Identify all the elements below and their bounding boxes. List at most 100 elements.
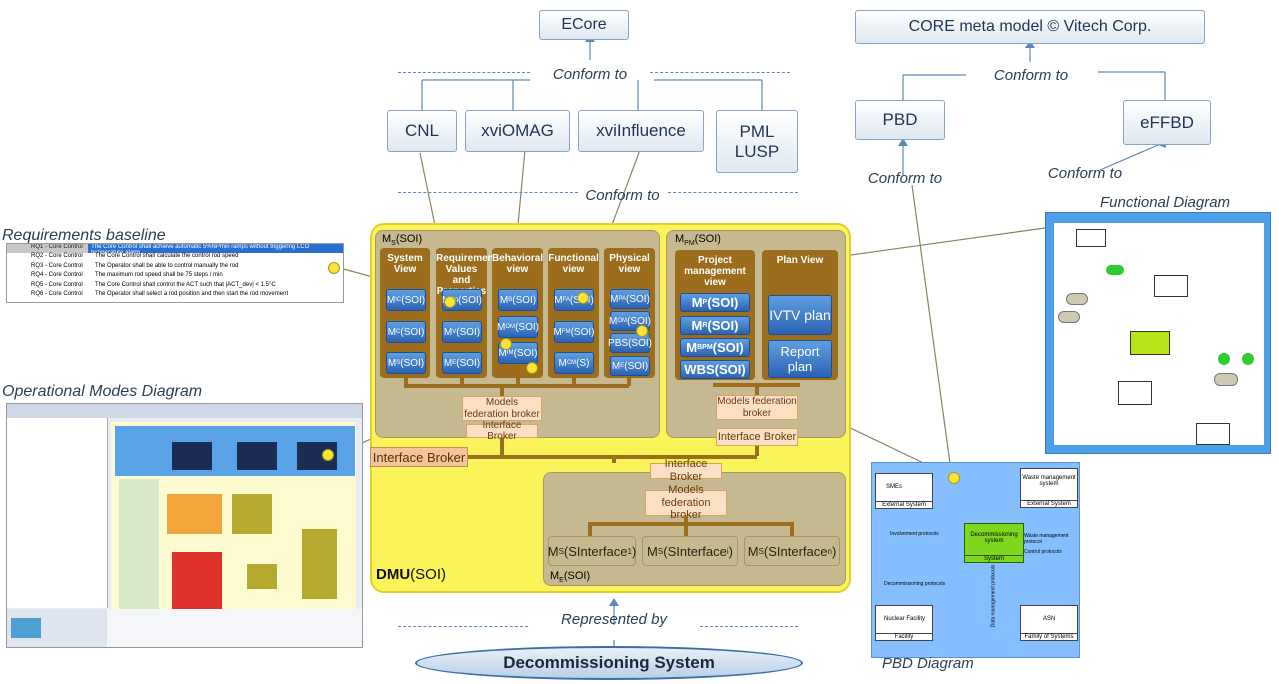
conform-to-label: Conform to [1047,165,1123,182]
project-management-column: Project management view [675,250,755,380]
table-row[interactable]: RQ6 - Core Control The Operator shall se… [31,291,289,297]
pbd-caption: PBD Diagram [882,655,974,672]
link-dot [526,362,538,374]
conform-to-label: Conform to [585,187,660,204]
dmu-title: DMU(SOI) [376,566,447,583]
link-dot [444,296,456,308]
link-dot [948,472,960,484]
bus-drop [500,438,504,458]
dash-line [650,72,790,73]
bus-drop [790,522,794,536]
requirements-caption: Requirements baseline [2,227,166,244]
decommissioning-system-ellipse: Decommissioning System [415,646,803,680]
link-dot [636,325,648,337]
ivtv-plan-box: IVTV plan [768,295,832,335]
models-federation-broker: Models federation broker [645,484,727,521]
pml-label: PML [739,121,775,141]
interface-broker: Interface Broker [466,420,538,442]
ecore-box: ECore [539,10,629,40]
conform-to-label: Conform to [552,66,628,83]
interface-broker-main: Interface Broker [370,447,468,467]
bus-drop [627,378,631,386]
conform-to-label: Conform to [993,67,1069,84]
functional-caption: Functional Diagram [1100,194,1231,211]
smes-block: SMEs External System [875,473,933,509]
data-protocol-label: Data management protocols [990,564,997,628]
report-plan-box: Report plan [768,340,832,378]
dash-line [668,192,798,193]
table-row[interactable]: RQ2 - Core Control The Core Control shal… [31,253,239,259]
bus-drop [404,378,408,386]
link-dot [322,449,334,461]
mf-panel-title: ME(SOI) [550,570,591,585]
link-dot [500,338,512,350]
bus-drop [500,387,504,397]
interface-broker: Interface Broker [716,428,798,446]
model-box: WBS(SOI) [680,360,750,379]
bus-drop [755,446,759,456]
table-row[interactable]: RQ5 - Core Control The Core Control shal… [31,281,276,288]
lusp-label: LUSP [734,141,780,161]
operational-caption: Operational Modes Diagram [2,383,203,400]
xviomag-box: xviOMAG [465,110,570,152]
ms-panel-title: MS(SOI) [382,233,423,248]
pbd-box: PBD [855,100,945,140]
conform-to-label: Conform to [867,170,943,187]
decommissioning-block: Decommissioning system System [964,523,1024,563]
link-dot [577,292,589,304]
table-row[interactable]: RQ4 - Core Control The maximum rod speed… [31,272,223,278]
bus-drop [572,378,576,386]
functional-diagram [1045,212,1271,454]
nuclear-block: Nuclear Facility Facility [875,605,933,641]
bus-drop [684,522,688,536]
bus-drop [612,455,616,463]
dash-line [398,626,528,627]
dash-line [398,72,530,73]
interface-broker: Interface Broker [650,458,722,483]
involvement-label: Involvement protocols [890,531,939,537]
dash-line [398,192,578,193]
operational-modes-screenshot [6,403,363,648]
waste-protocol-label: Waste management protocol [1024,533,1069,545]
model-box: PBS(SOI) [608,333,652,353]
bus-line [404,384,629,388]
models-federation-broker: Models federation broker [462,396,542,421]
bus-line [588,522,793,526]
pbd-diagram: SMEs External System Waste management sy… [871,462,1080,658]
table-row[interactable]: RQ1 - Core Control The Core Control shal… [7,244,343,256]
cnl-box: CNL [387,110,457,152]
bus-drop [516,378,520,386]
core-metamodel-box: CORE meta model © Vitech Corp. [855,10,1205,44]
control-label: Control protocols [1024,549,1062,555]
pml-lusp-box: PML LUSP [716,110,798,173]
bus-drop [460,378,464,386]
table-row[interactable]: RQ3 - Core Control The Operator shall be… [31,262,239,269]
dash-line [700,626,798,627]
requirements-table: RQ1 - Core Control The Core Control shal… [6,243,344,303]
decom-protocol-label: Decommissioning protocols [884,581,946,587]
bus-drop [684,516,688,524]
waste-block: Waste management system External System [1020,468,1078,508]
effbd-box: eFFBD [1123,100,1211,145]
link-dot [328,262,340,274]
bus-drop [755,385,759,395]
mpm-panel-title: MPM(SOI) [675,233,721,248]
bus-drop [588,522,592,536]
xviinfluence-box: xviInfluence [578,110,704,152]
